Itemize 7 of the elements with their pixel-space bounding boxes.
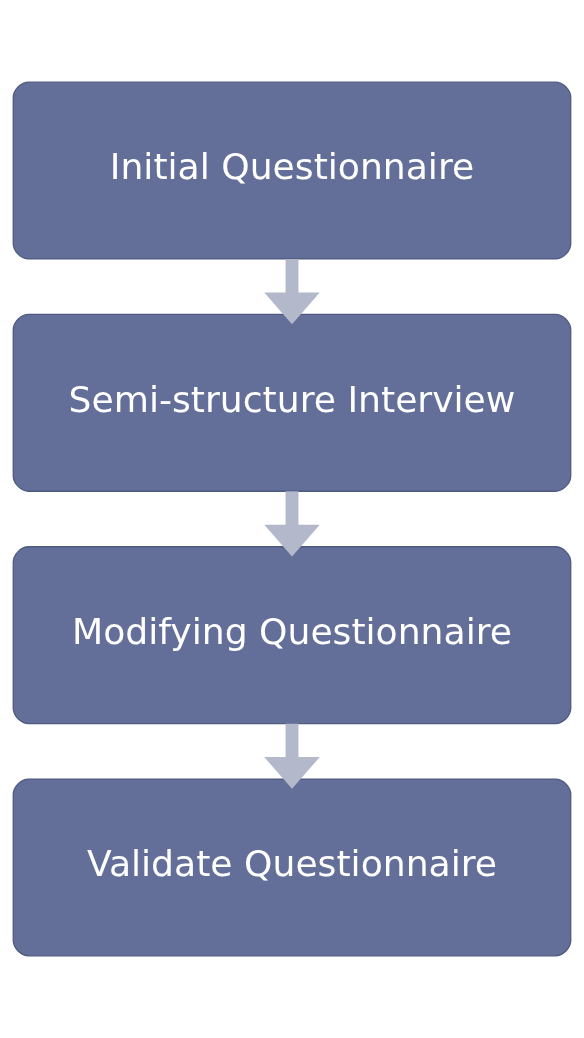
arrow (264, 259, 320, 325)
node-box: Semi-structure Interview (12, 313, 572, 492)
node-box: Validate Questionnaire (12, 778, 572, 957)
node-box: Modifying Questionnaire (12, 546, 572, 725)
arrow (264, 723, 320, 789)
node-box: Initial Questionnaire (12, 81, 572, 260)
arrow (264, 491, 320, 557)
